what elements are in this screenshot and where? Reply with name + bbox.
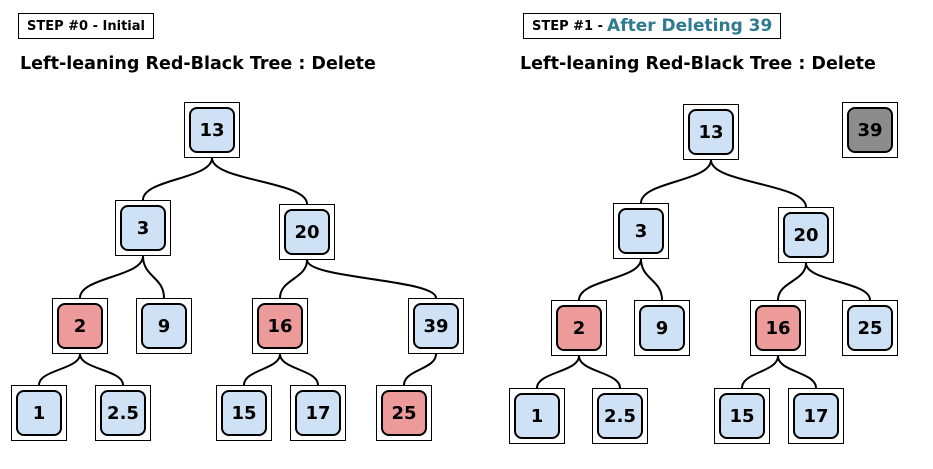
node-key: 17 xyxy=(793,393,839,439)
tree-node-15: 15 xyxy=(714,388,770,444)
node-key: 9 xyxy=(141,303,187,349)
tree-edge-3-9 xyxy=(142,255,165,299)
tree-edge-16-15 xyxy=(243,353,281,386)
tree-node-25: 25 xyxy=(376,385,432,441)
node-key: 39 xyxy=(413,303,459,349)
tree-edge-20-39 xyxy=(306,259,437,299)
tree-node-2: 2 xyxy=(551,300,607,356)
tree-edge-16-17 xyxy=(777,355,817,389)
tree-node-2.5: 2.5 xyxy=(95,385,151,441)
node-key: 20 xyxy=(783,212,829,258)
tree-node-3: 3 xyxy=(613,203,669,259)
tree-node-20: 20 xyxy=(778,207,834,263)
tree-node-17: 17 xyxy=(788,388,844,444)
node-key: 2 xyxy=(57,303,103,349)
node-key: 2.5 xyxy=(100,390,146,436)
node-key: 15 xyxy=(719,393,765,439)
tree-edge-13-3 xyxy=(640,159,712,204)
node-key: 2 xyxy=(556,305,602,351)
node-key: 16 xyxy=(755,305,801,351)
tree-edge-20-16 xyxy=(279,259,308,299)
tree-edges xyxy=(38,157,437,386)
node-key: 16 xyxy=(257,303,303,349)
node-key: 9 xyxy=(639,305,685,351)
tree-edge-2-2.5 xyxy=(79,353,124,386)
tree-node-13: 13 xyxy=(683,104,739,160)
tree-edge-39-25 xyxy=(403,353,437,386)
tree-edge-2-1 xyxy=(536,355,580,389)
tree-edge-16-17 xyxy=(279,353,319,386)
node-key: 13 xyxy=(688,109,734,155)
node-key: 3 xyxy=(120,205,166,251)
tree-node-20: 20 xyxy=(279,204,335,260)
tree-node-16: 16 xyxy=(750,300,806,356)
node-key: 13 xyxy=(189,107,235,153)
tree-node-25: 25 xyxy=(842,300,898,356)
node-key: 39 xyxy=(847,107,893,153)
step-label-prefix: STEP #1 - xyxy=(532,18,604,34)
tree-edge-13-3 xyxy=(142,157,213,201)
node-key: 2.5 xyxy=(597,393,643,439)
node-key: 17 xyxy=(295,390,341,436)
diagram-title: Left-leaning Red-Black Tree : Delete xyxy=(520,54,876,74)
tree-edge-16-15 xyxy=(741,355,779,389)
tree-node-deleted-39: 39 xyxy=(842,102,898,158)
step-label-text: STEP #0 - Initial xyxy=(27,18,145,34)
node-key: 3 xyxy=(618,208,664,254)
tree-edge-3-2 xyxy=(578,258,642,301)
tree-node-9: 9 xyxy=(634,300,690,356)
diagram-title: Left-leaning Red-Black Tree : Delete xyxy=(20,54,376,74)
panel-step-0: STEP #0 - Initial Left-leaning Red-Black… xyxy=(0,0,466,469)
tree-edge-3-9 xyxy=(640,258,663,301)
tree-edge-2-2.5 xyxy=(578,355,621,389)
tree-edge-13-20 xyxy=(211,157,308,205)
tree-edge-20-25 xyxy=(805,262,871,301)
tree-node-2: 2 xyxy=(52,298,108,354)
tree-edge-2-1 xyxy=(38,353,81,386)
step-label: STEP #1 - After Deleting 39 xyxy=(523,13,782,39)
tree-node-3: 3 xyxy=(115,200,171,256)
tree-edge-13-20 xyxy=(710,159,807,208)
tree-node-15: 15 xyxy=(216,385,272,441)
tree-node-17: 17 xyxy=(290,385,346,441)
node-key: 1 xyxy=(16,390,62,436)
node-key: 1 xyxy=(514,393,560,439)
tree-node-1: 1 xyxy=(509,388,565,444)
tree-node-2.5: 2.5 xyxy=(592,388,648,444)
node-key: 25 xyxy=(381,390,427,436)
tree-node-13: 13 xyxy=(184,102,240,158)
step-label: STEP #0 - Initial xyxy=(18,13,154,39)
node-key: 25 xyxy=(847,305,893,351)
node-key: 20 xyxy=(284,209,330,255)
tree-edge-20-16 xyxy=(777,262,807,301)
tree-node-1: 1 xyxy=(11,385,67,441)
tree-edge-3-2 xyxy=(79,255,144,299)
node-key: 15 xyxy=(221,390,267,436)
tree-node-9: 9 xyxy=(136,298,192,354)
tree-node-39: 39 xyxy=(408,298,464,354)
step-label-accent: After Deleting 39 xyxy=(607,16,773,36)
panel-step-1: STEP #1 - After Deleting 39 Left-leaning… xyxy=(0,0,876,469)
tree-node-16: 16 xyxy=(252,298,308,354)
